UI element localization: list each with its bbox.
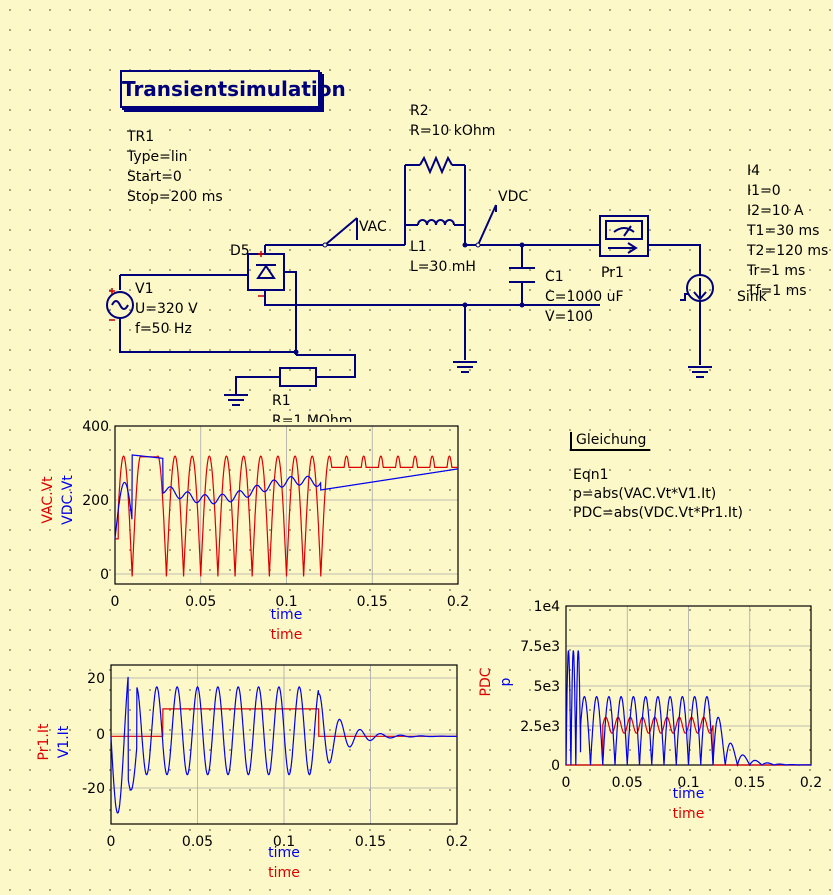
x-axis-label: time [673, 806, 705, 822]
v1-source [106, 291, 134, 319]
eqn-pdc: PDC=abs(VDC.Vt*Pr1.It) [573, 505, 743, 521]
y-tick-label: 200 [82, 493, 109, 509]
c1-name: C1 [545, 269, 564, 285]
sim-type: Type=lin [127, 149, 188, 165]
r1-resistor [279, 367, 317, 387]
x-tick-label: 0.2 [447, 594, 469, 610]
x-tick-label: 0 [107, 834, 116, 850]
y-tick-label: 0 [551, 758, 560, 774]
x-axis-label: time [673, 786, 705, 802]
x-tick-label: 0.1 [275, 594, 297, 610]
i4-i1: I1=0 [747, 183, 781, 199]
series-pdc [566, 716, 811, 766]
y-tick-label: 0 [100, 567, 109, 583]
x-tick-label: 0 [111, 594, 120, 610]
x-tick-label: 0.1 [677, 775, 699, 791]
series-vdc-vt [114, 454, 458, 539]
sink-name: Sink [737, 289, 767, 305]
l1-value: L=30 mH [410, 259, 476, 275]
vdc-node-label: VDC [498, 189, 529, 205]
x-tick-label: 0.05 [182, 834, 213, 850]
c1-capacitor [509, 267, 535, 283]
y-tick-label: 20 [87, 671, 105, 687]
y-axis-label: PDC [478, 667, 494, 696]
v1-amplitude: U=320 V [135, 301, 198, 317]
c1-capacitance: C=1000 uF [545, 289, 624, 305]
x-tick-label: 0.1 [273, 834, 295, 850]
series-vac-vt [115, 455, 458, 577]
x-axis-label: time [271, 627, 303, 643]
y-axis-label: VAC.Vt [40, 476, 56, 524]
x-tick-label: 0.15 [734, 775, 765, 791]
y-tick-label: 5e3 [534, 679, 560, 695]
y-tick-label: 2.5e3 [520, 719, 560, 735]
i4-i2: I2=10 A [747, 203, 804, 219]
r1-name: R1 [272, 393, 291, 409]
i4-tf: Tf=1 ms [747, 283, 807, 299]
v1-name: V1 [135, 281, 154, 297]
r2-name: R2 [410, 103, 429, 119]
y-tick-label: 400 [82, 419, 109, 435]
x-axis-label: time [268, 865, 300, 881]
plot-frame [114, 425, 459, 585]
series-pr1-it [111, 708, 457, 737]
l1-inductor [417, 219, 455, 226]
ground-c1 [453, 361, 477, 373]
eqn-p: p=abs(VAC.Vt*V1.It) [573, 486, 717, 502]
equation-header: Gleichung [570, 432, 651, 451]
v1-frequency: f=50 Hz [135, 321, 192, 337]
y-axis-label: Pr1.It [36, 723, 52, 760]
d5-name: D5 [230, 243, 250, 259]
x-tick-label: 0.15 [357, 594, 388, 610]
c1-voltage: V=100 [545, 309, 594, 325]
title-box[interactable]: Transientsimulation [120, 70, 346, 108]
y-axis-label: p [498, 677, 514, 686]
x-tick-label: 0 [562, 775, 571, 791]
x-tick-label: 0.15 [355, 834, 386, 850]
r2-value: R=10 kOhm [410, 123, 496, 139]
i4-t2: T2=120 ms [747, 243, 829, 259]
x-tick-label: 0.2 [446, 834, 468, 850]
sim-name: TR1 [127, 129, 155, 145]
title-text: Transientsimulation [122, 77, 346, 101]
sim-stop: Stop=200 ms [127, 189, 223, 205]
l1-name: L1 [410, 239, 427, 255]
series-v1-it [110, 676, 457, 814]
pr1-name: Pr1 [601, 265, 624, 281]
ground-sink [688, 366, 712, 378]
pr1-ammeter [599, 215, 649, 257]
y-tick-label: 1e4 [534, 599, 561, 615]
y-tick-label: 0 [96, 727, 105, 743]
x-tick-label: 0.05 [185, 594, 216, 610]
ground-r1 [224, 394, 248, 406]
y-axis-label: VDC.Vt [60, 475, 76, 525]
x-axis-label: time [268, 845, 300, 861]
y-axis-label: V1.It [56, 725, 72, 758]
y-tick-label: 7.5e3 [520, 639, 560, 655]
x-axis-label: time [271, 607, 303, 623]
r1-value: R=1 MOhm [272, 413, 353, 422]
x-tick-label: 0.2 [800, 775, 822, 791]
sim-start: Start=0 [127, 169, 182, 185]
series-p [565, 650, 811, 768]
i4-tr: Tr=1 ms [747, 263, 806, 279]
i4-name: I4 [747, 163, 761, 179]
x-tick-label: 0.05 [612, 775, 643, 791]
i4-t1: T1=30 ms [747, 223, 820, 239]
r2-resistor [419, 155, 453, 175]
vac-node-label: VAC [359, 219, 387, 235]
y-tick-label: -20 [82, 781, 105, 797]
eqn-name: Eqn1 [573, 467, 609, 483]
